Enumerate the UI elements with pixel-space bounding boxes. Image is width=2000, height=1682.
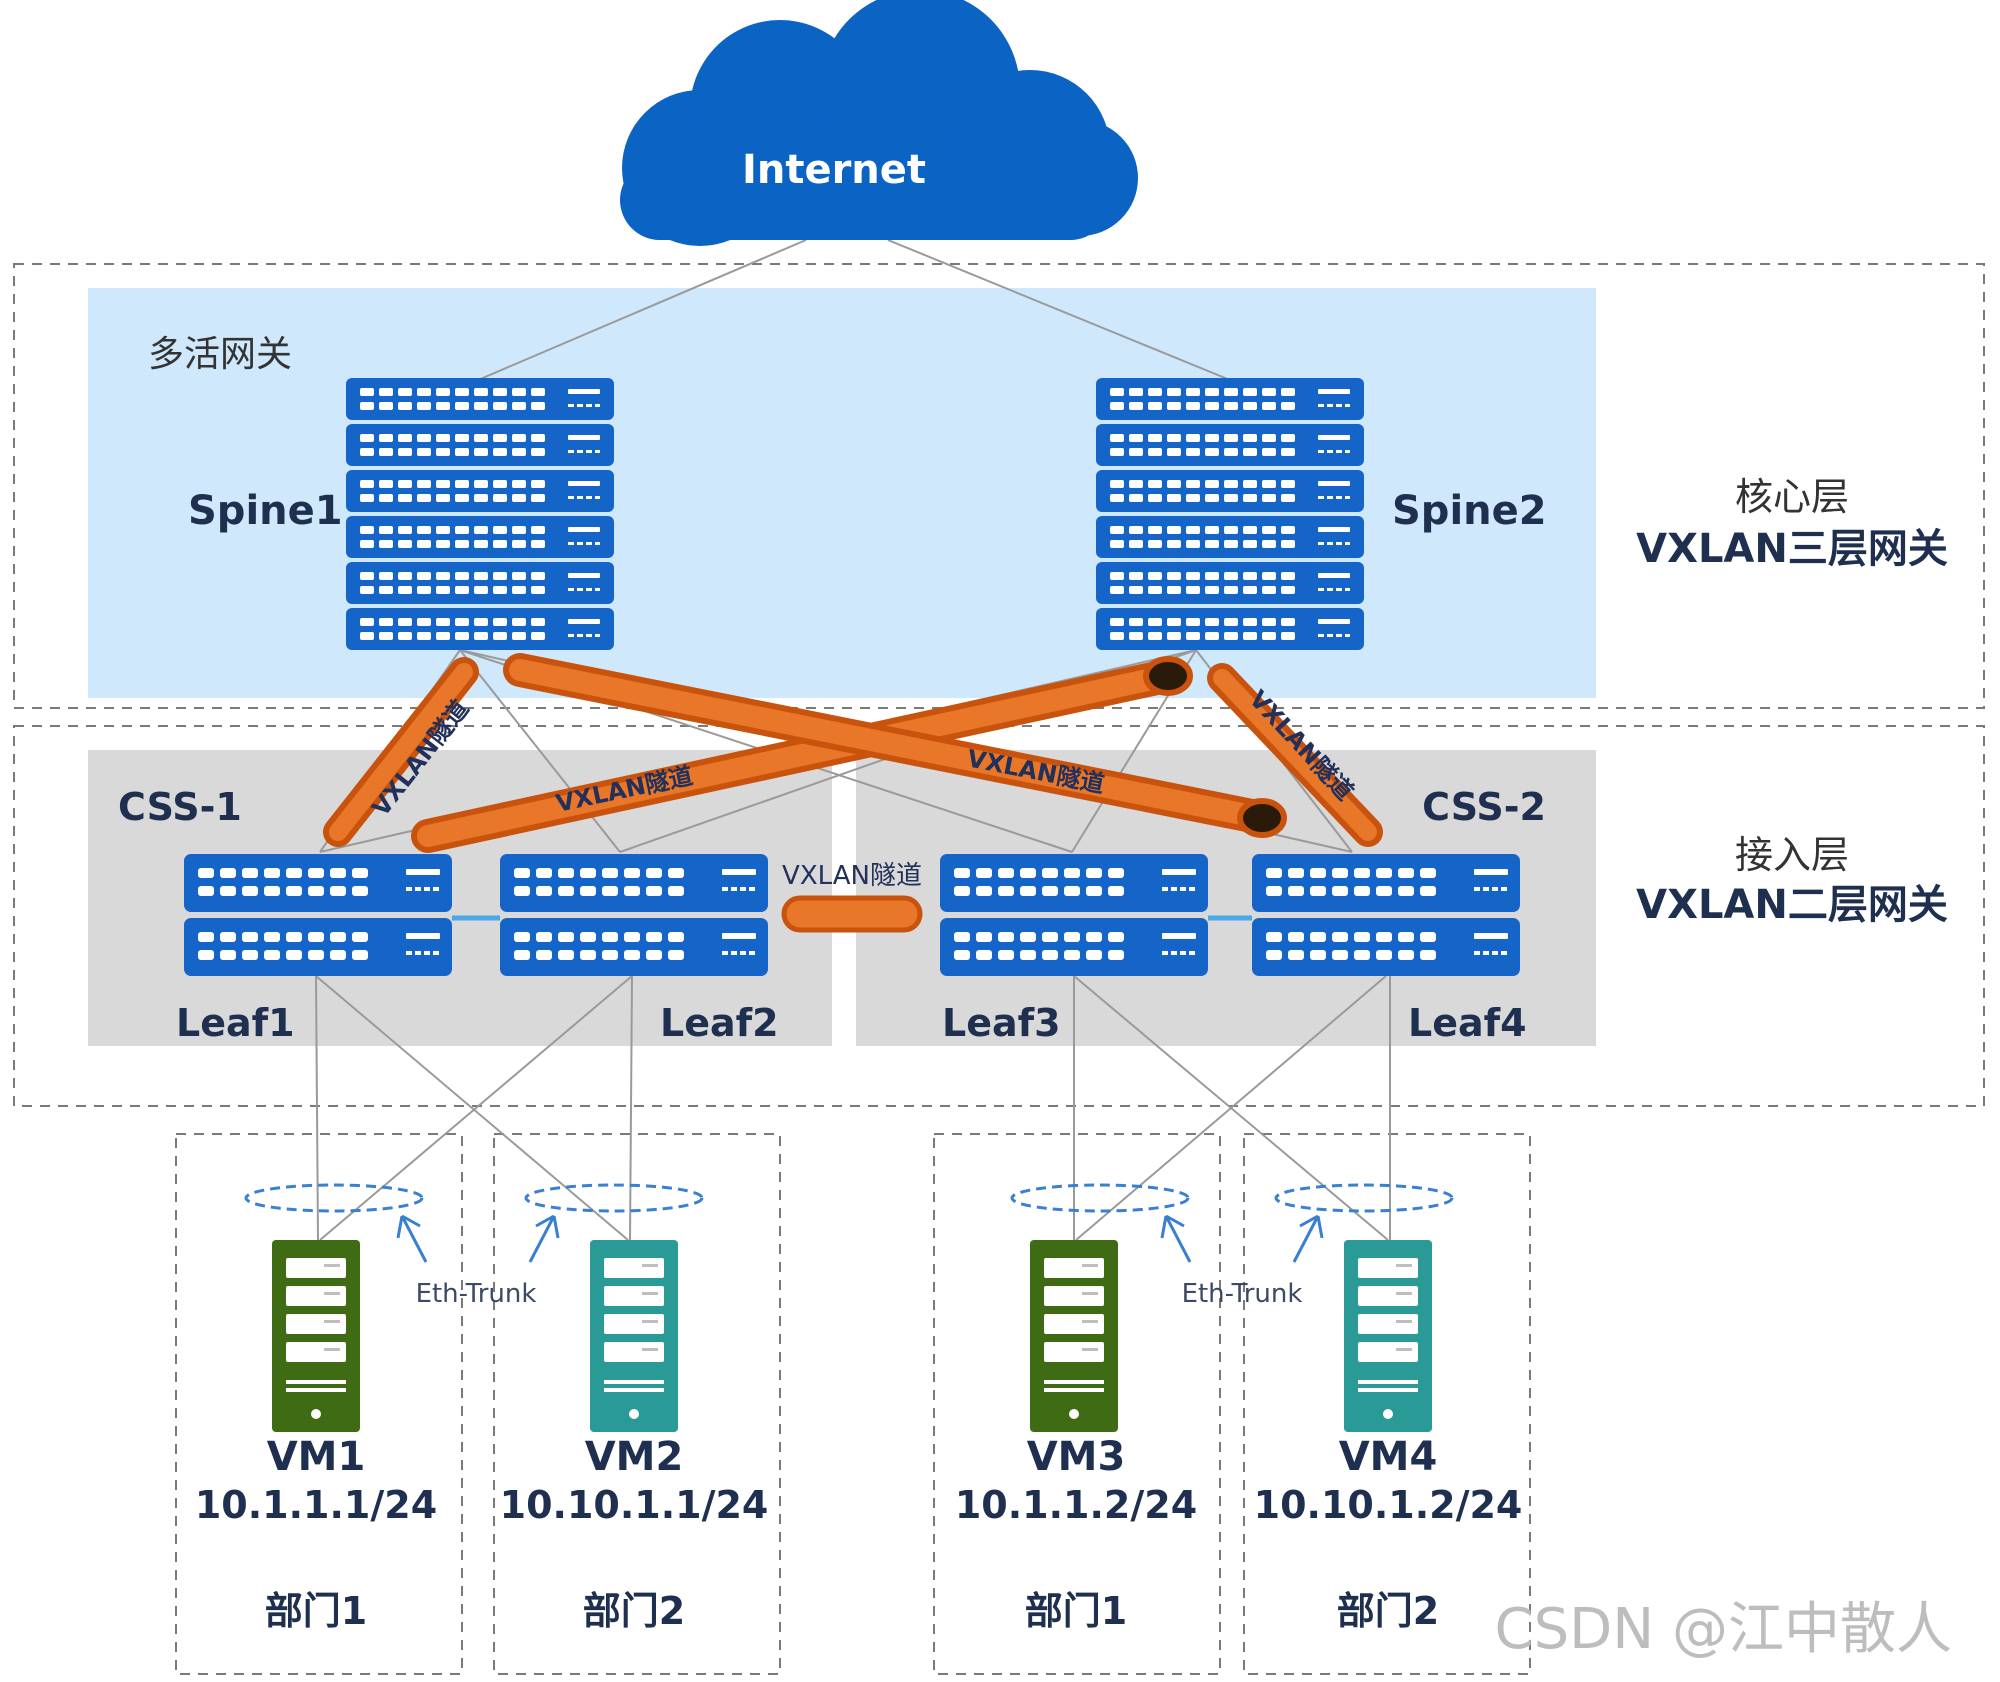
vm4-server: [1344, 1240, 1432, 1432]
css1-label: CSS-1: [118, 785, 242, 829]
leaf1-label: Leaf1: [176, 1001, 295, 1045]
vm4-ip: 10.10.1.2/24: [1254, 1483, 1523, 1527]
eth-trunk-ellipse-vm4: [1274, 1183, 1454, 1213]
eth-trunk-arrow-4: [1292, 1214, 1324, 1263]
vm2-server: [590, 1240, 678, 1432]
leaf2-vm2-link: [629, 975, 633, 1241]
leaf1-vm1-link: [315, 975, 319, 1241]
vm1-server: [272, 1240, 360, 1432]
vm2-name: VM2: [585, 1434, 684, 1480]
core-layer-line2: VXLAN三层网关: [1636, 526, 1948, 572]
vm1-dept: 部门1: [265, 1589, 367, 1633]
tunnel-label-css: VXLAN隧道: [782, 861, 922, 891]
vm4-name: VM4: [1339, 1434, 1438, 1480]
leaf1-vm2-link: [315, 975, 629, 1241]
vm1-name: VM1: [267, 1434, 366, 1480]
vm4-dept: 部门2: [1337, 1589, 1439, 1633]
access-layer-box: [13, 725, 1985, 1107]
eth-trunk-arrow-3: [1160, 1214, 1192, 1263]
internet-spine2-link: [887, 239, 1231, 381]
internet-cloud: [620, 0, 1138, 246]
vm1-ip: 10.1.1.1/24: [195, 1483, 437, 1527]
eth-trunk-arrow-2: [528, 1214, 560, 1263]
internet-label: Internet: [742, 147, 926, 193]
leaf4-label: Leaf4: [1408, 1001, 1527, 1045]
spine1-label: Spine1: [188, 488, 343, 534]
leaf2-vm1-link: [319, 975, 633, 1241]
eth-trunk-label-1: Eth-Trunk: [416, 1279, 537, 1309]
watermark: CSDN @江中散人: [1495, 1597, 1952, 1662]
vxlan-tunnels: [323, 653, 1383, 933]
leaf2-label: Leaf2: [660, 1001, 779, 1045]
eth-trunk-ellipse-vm3: [1010, 1183, 1190, 1213]
eth-trunk-markers: [244, 1183, 1454, 1263]
vm2-ip: 10.10.1.1/24: [500, 1483, 769, 1527]
eth-trunk-ellipse-vm2: [524, 1183, 704, 1213]
access-layer-line2: VXLAN二层网关: [1636, 882, 1948, 928]
core-group-label: 多活网关: [148, 334, 292, 375]
leaf3-label: Leaf3: [942, 1001, 1061, 1045]
eth-trunk-label-2: Eth-Trunk: [1182, 1279, 1303, 1309]
internet-spine1-link: [477, 239, 807, 381]
vm3-ip: 10.1.1.2/24: [955, 1483, 1197, 1527]
access-layer-line1: 接入层: [1735, 833, 1849, 877]
css2-label: CSS-2: [1422, 785, 1546, 829]
vm2-dept: 部门2: [583, 1589, 685, 1633]
tunnel-css1-css2: [781, 895, 923, 933]
eth-trunk-arrow-1: [396, 1214, 428, 1263]
eth-trunk-ellipse-vm1: [244, 1183, 424, 1213]
leaf4-vm3-link: [1075, 975, 1387, 1241]
vm3-dept: 部门1: [1025, 1589, 1127, 1633]
vm3-name: VM3: [1027, 1434, 1126, 1480]
spine2-label: Spine2: [1392, 488, 1547, 534]
vm3-server: [1030, 1240, 1118, 1432]
spine1-leaf2-link: [459, 649, 621, 853]
core-layer-line1: 核心层: [1735, 475, 1849, 519]
